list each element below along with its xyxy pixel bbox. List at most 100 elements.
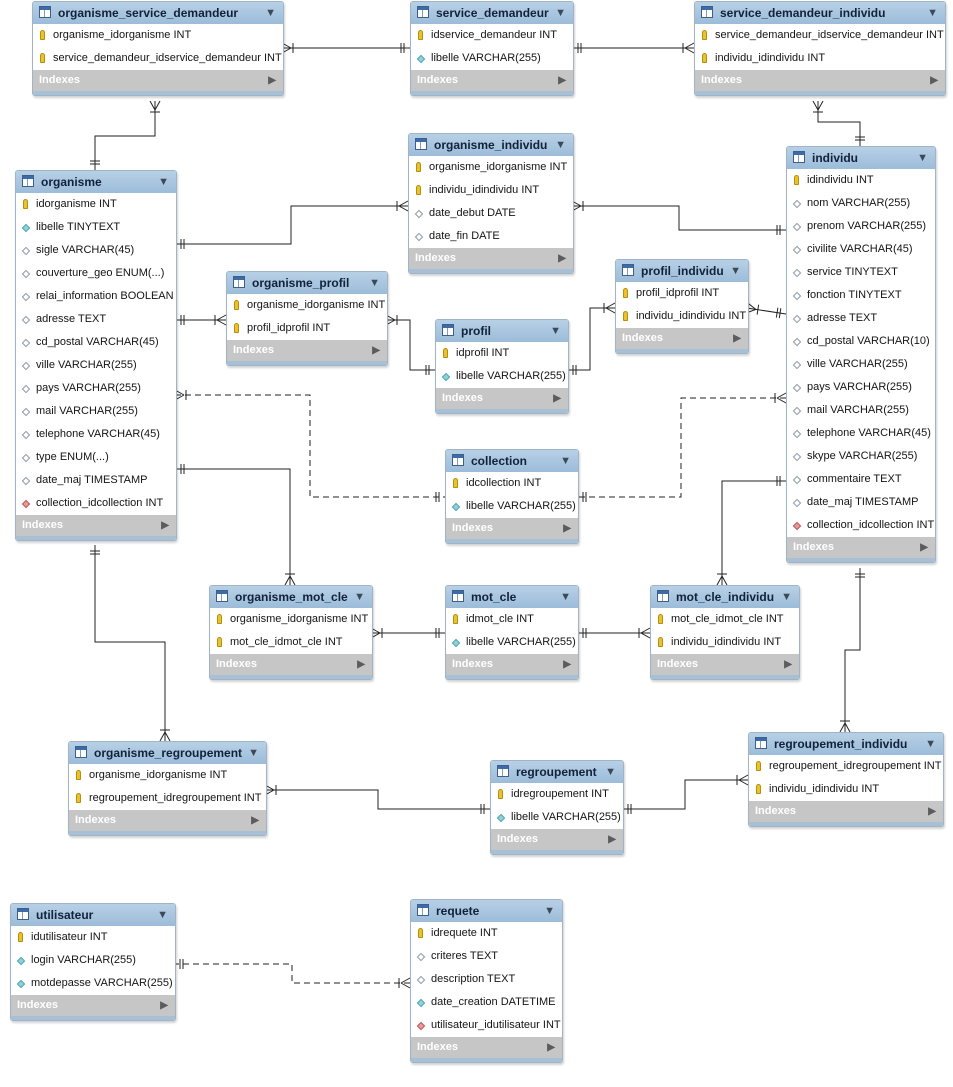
- table-header[interactable]: regroupement_individu▼: [749, 733, 943, 755]
- column-row[interactable]: login VARCHAR(255): [11, 949, 175, 972]
- collapse-arrow-icon[interactable]: ▼: [158, 176, 169, 188]
- column-row[interactable]: relai_information BOOLEAN: [16, 285, 176, 308]
- column-row[interactable]: couverture_geo ENUM(...): [16, 262, 176, 285]
- table-organisme-profil[interactable]: organisme_profil▼organisme_idorganisme I…: [226, 271, 388, 366]
- column-row[interactable]: date_maj TIMESTAMP: [787, 491, 935, 514]
- column-row[interactable]: organisme_idorganisme INT: [33, 24, 283, 47]
- column-row[interactable]: pays VARCHAR(255): [16, 377, 176, 400]
- column-row[interactable]: date_maj TIMESTAMP: [16, 469, 176, 492]
- expand-arrow-icon[interactable]: ▶: [558, 75, 566, 86]
- indexes-section[interactable]: Indexes▶: [16, 515, 176, 536]
- expand-arrow-icon[interactable]: ▶: [357, 659, 365, 670]
- column-row[interactable]: telephone VARCHAR(45): [787, 422, 935, 445]
- expand-arrow-icon[interactable]: ▶: [558, 253, 566, 264]
- collapse-arrow-icon[interactable]: ▼: [265, 7, 276, 19]
- column-row[interactable]: idmot_cle INT: [446, 608, 578, 631]
- expand-arrow-icon[interactable]: ▶: [553, 393, 561, 404]
- table-regroupement-individu[interactable]: regroupement_individu▼regroupement_idreg…: [748, 732, 944, 827]
- expand-arrow-icon[interactable]: ▶: [930, 75, 938, 86]
- column-row[interactable]: regroupement_idregroupement INT: [749, 755, 943, 778]
- table-header[interactable]: organisme_individu▼: [409, 134, 573, 156]
- column-row[interactable]: fonction TINYTEXT: [787, 284, 935, 307]
- indexes-section[interactable]: Indexes▶: [69, 810, 266, 831]
- table-header[interactable]: collection▼: [446, 450, 578, 472]
- column-row[interactable]: profil_idprofil INT: [616, 282, 748, 305]
- column-row[interactable]: libelle VARCHAR(255): [446, 495, 578, 518]
- collapse-arrow-icon[interactable]: ▼: [248, 747, 259, 759]
- collapse-arrow-icon[interactable]: ▼: [555, 139, 566, 151]
- column-row[interactable]: commentaire TEXT: [787, 468, 935, 491]
- column-row[interactable]: idservice_demandeur INT: [411, 24, 573, 47]
- expand-arrow-icon[interactable]: ▶: [920, 542, 928, 553]
- table-organisme-individu[interactable]: organisme_individu▼organisme_idorganisme…: [408, 133, 574, 274]
- indexes-section[interactable]: Indexes▶: [446, 654, 578, 675]
- column-row[interactable]: service TINYTEXT: [787, 261, 935, 284]
- column-row[interactable]: cd_postal VARCHAR(45): [16, 331, 176, 354]
- column-row[interactable]: organisme_idorganisme INT: [210, 608, 372, 631]
- expand-arrow-icon[interactable]: ▶: [268, 75, 276, 86]
- column-row[interactable]: individu_idindividu INT: [409, 179, 573, 202]
- column-row[interactable]: sigle VARCHAR(45): [16, 239, 176, 262]
- table-header[interactable]: organisme_regroupement▼: [69, 742, 266, 764]
- column-row[interactable]: prenom VARCHAR(255): [787, 215, 935, 238]
- column-row[interactable]: type ENUM(...): [16, 446, 176, 469]
- expand-arrow-icon[interactable]: ▶: [160, 1000, 168, 1011]
- expand-arrow-icon[interactable]: ▶: [547, 1042, 555, 1053]
- column-row[interactable]: telephone VARCHAR(45): [16, 423, 176, 446]
- column-row[interactable]: individu_idindividu INT: [616, 305, 748, 328]
- indexes-section[interactable]: Indexes▶: [616, 328, 748, 349]
- table-header[interactable]: mot_cle_individu▼: [651, 586, 799, 608]
- column-row[interactable]: civilite VARCHAR(45): [787, 238, 935, 261]
- column-row[interactable]: ville VARCHAR(255): [16, 354, 176, 377]
- table-header[interactable]: utilisateur▼: [11, 904, 175, 926]
- expand-arrow-icon[interactable]: ▶: [563, 659, 571, 670]
- collapse-arrow-icon[interactable]: ▼: [560, 591, 571, 603]
- indexes-section[interactable]: Indexes▶: [436, 388, 568, 409]
- column-row[interactable]: adresse TEXT: [16, 308, 176, 331]
- column-row[interactable]: idorganisme INT: [16, 193, 176, 216]
- indexes-section[interactable]: Indexes▶: [787, 537, 935, 558]
- table-header[interactable]: organisme_profil▼: [227, 272, 387, 294]
- collapse-arrow-icon[interactable]: ▼: [550, 325, 561, 337]
- column-row[interactable]: libelle VARCHAR(255): [411, 47, 573, 70]
- expand-arrow-icon[interactable]: ▶: [784, 659, 792, 670]
- indexes-section[interactable]: Indexes▶: [651, 654, 799, 675]
- table-header[interactable]: mot_cle▼: [446, 586, 578, 608]
- column-row[interactable]: regroupement_idregroupement INT: [69, 787, 266, 810]
- indexes-section[interactable]: Indexes▶: [749, 801, 943, 822]
- table-header[interactable]: organisme_mot_cle▼: [210, 586, 372, 608]
- column-row[interactable]: nom VARCHAR(255): [787, 192, 935, 215]
- column-row[interactable]: individu_idindividu INT: [695, 47, 945, 70]
- expand-arrow-icon[interactable]: ▶: [928, 806, 936, 817]
- collapse-arrow-icon[interactable]: ▼: [917, 152, 928, 164]
- table-header[interactable]: regroupement▼: [491, 761, 623, 783]
- column-row[interactable]: service_demandeur_idservice_demandeur IN…: [695, 24, 945, 47]
- column-row[interactable]: libelle VARCHAR(255): [446, 631, 578, 654]
- column-row[interactable]: idindividu INT: [787, 169, 935, 192]
- collapse-arrow-icon[interactable]: ▼: [555, 7, 566, 19]
- indexes-section[interactable]: Indexes▶: [491, 829, 623, 850]
- table-header[interactable]: requete▼: [411, 900, 562, 922]
- column-row[interactable]: mail VARCHAR(255): [16, 400, 176, 423]
- column-row[interactable]: criteres TEXT: [411, 945, 562, 968]
- column-row[interactable]: organisme_idorganisme INT: [227, 294, 387, 317]
- collapse-arrow-icon[interactable]: ▼: [730, 265, 741, 277]
- column-row[interactable]: cd_postal VARCHAR(10): [787, 330, 935, 353]
- table-header[interactable]: individu▼: [787, 147, 935, 169]
- column-row[interactable]: libelle VARCHAR(255): [436, 365, 568, 388]
- column-row[interactable]: idcollection INT: [446, 472, 578, 495]
- column-row[interactable]: utilisateur_idutilisateur INT: [411, 1014, 562, 1037]
- collapse-arrow-icon[interactable]: ▼: [605, 766, 616, 778]
- column-row[interactable]: motdepasse VARCHAR(255): [11, 972, 175, 995]
- table-header[interactable]: organisme▼: [16, 171, 176, 193]
- indexes-section[interactable]: Indexes▶: [33, 70, 283, 91]
- column-row[interactable]: mail VARCHAR(255): [787, 399, 935, 422]
- column-row[interactable]: profil_idprofil INT: [227, 317, 387, 340]
- column-row[interactable]: mot_cle_idmot_cle INT: [210, 631, 372, 654]
